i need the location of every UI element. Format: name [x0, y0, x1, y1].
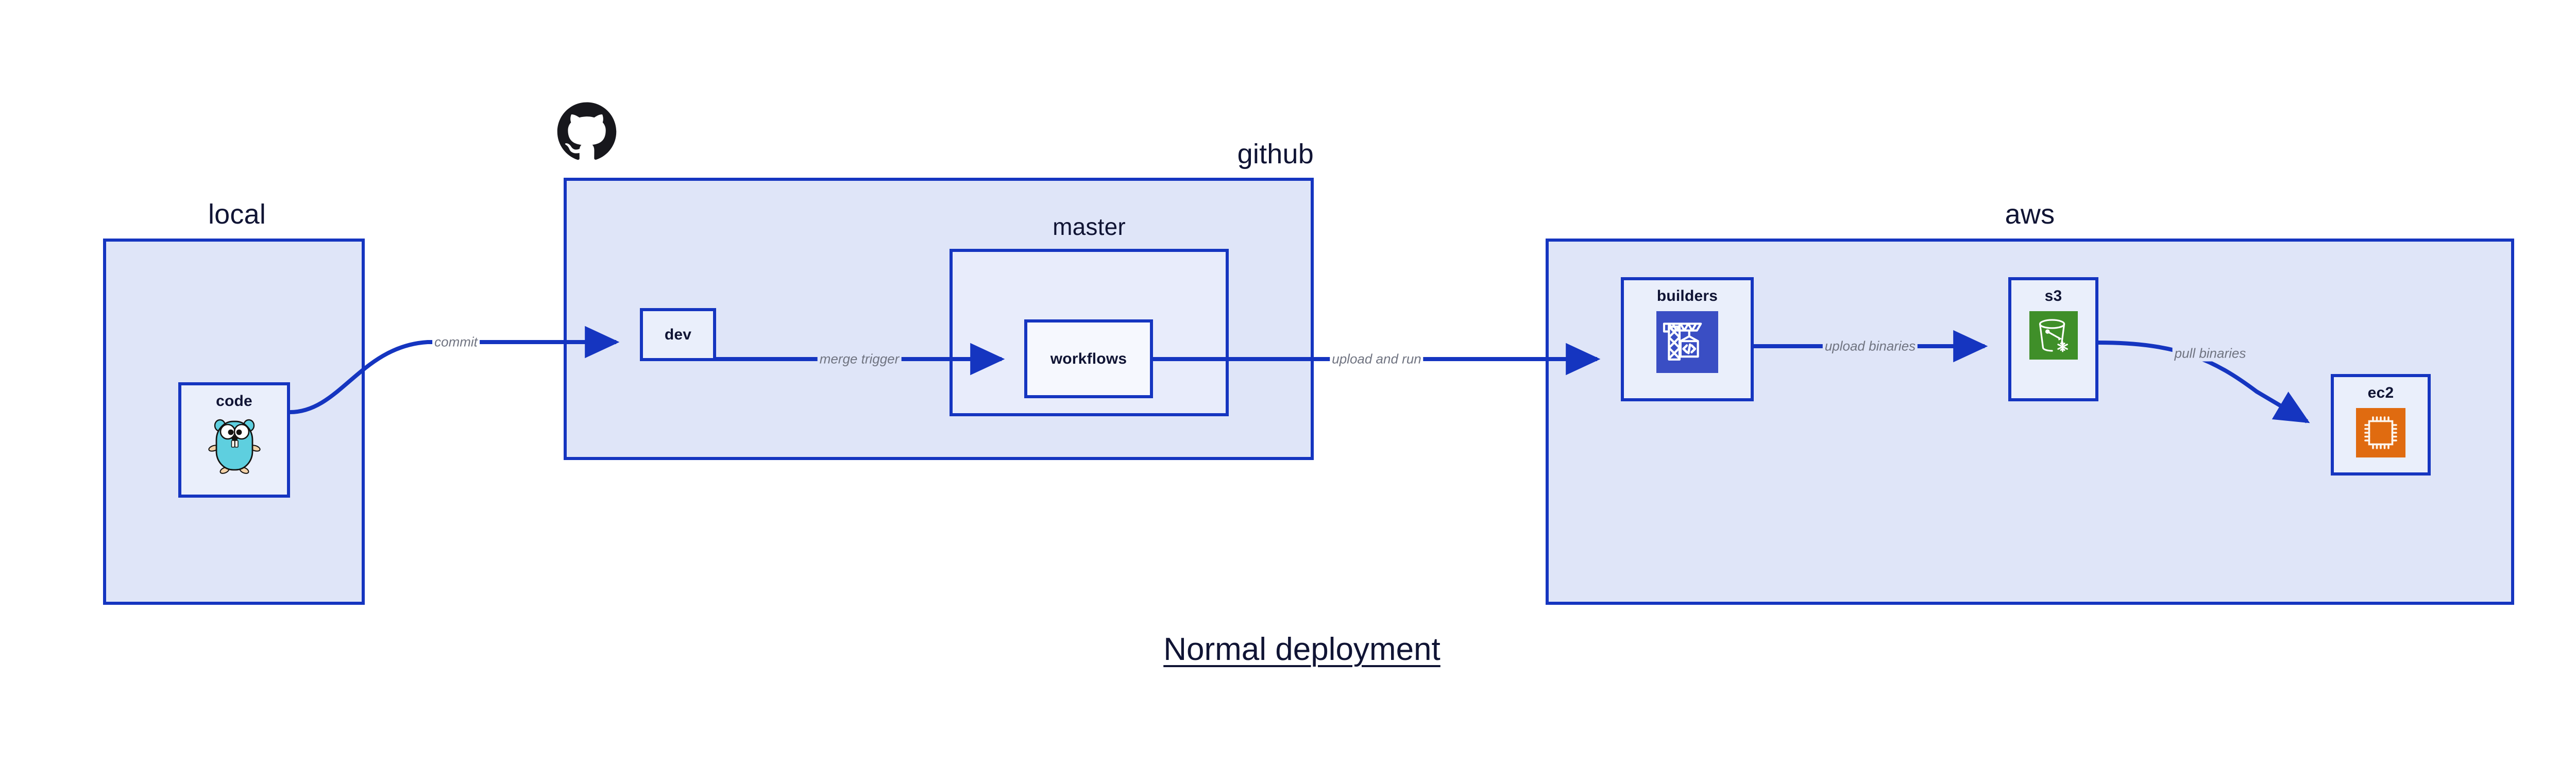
aws-builders-crane-icon [1656, 311, 1718, 373]
go-gopher-icon [208, 416, 261, 474]
edge-label-upload-and-run: upload and run [1330, 351, 1423, 367]
node-code[interactable]: code [178, 382, 290, 498]
node-label-ec2: ec2 [2367, 384, 2394, 401]
edge-label-pull-binaries: pull binaries [2172, 345, 2248, 362]
group-label-local: local [208, 199, 266, 230]
node-dev[interactable]: dev [640, 308, 716, 361]
edge-label-upload-binaries: upload binaries [1822, 338, 1918, 354]
node-label-dev: dev [664, 326, 692, 343]
aws-s3-bucket-icon [2029, 311, 2078, 360]
node-label-workflows: workflows [1050, 350, 1127, 367]
edge-label-commit: commit [432, 334, 480, 350]
node-label-s3: s3 [2044, 287, 2062, 304]
group-label-github: github [1237, 139, 1314, 169]
edge-label-merge-trigger: merge trigger [817, 351, 902, 367]
github-octocat-logo [555, 101, 618, 164]
node-s3[interactable]: s3 [2008, 277, 2098, 401]
subgroup-label-master: master [1053, 213, 1126, 240]
node-builders[interactable]: builders [1621, 277, 1754, 401]
group-label-aws: aws [2005, 199, 2055, 230]
node-label-builders: builders [1656, 287, 1718, 304]
node-ec2[interactable]: ec2 [2331, 374, 2431, 476]
node-workflows[interactable]: workflows [1024, 319, 1153, 398]
aws-ec2-chip-icon [2356, 408, 2405, 457]
node-label-code: code [216, 393, 252, 410]
diagram-title: Normal deployment [1163, 632, 1440, 667]
